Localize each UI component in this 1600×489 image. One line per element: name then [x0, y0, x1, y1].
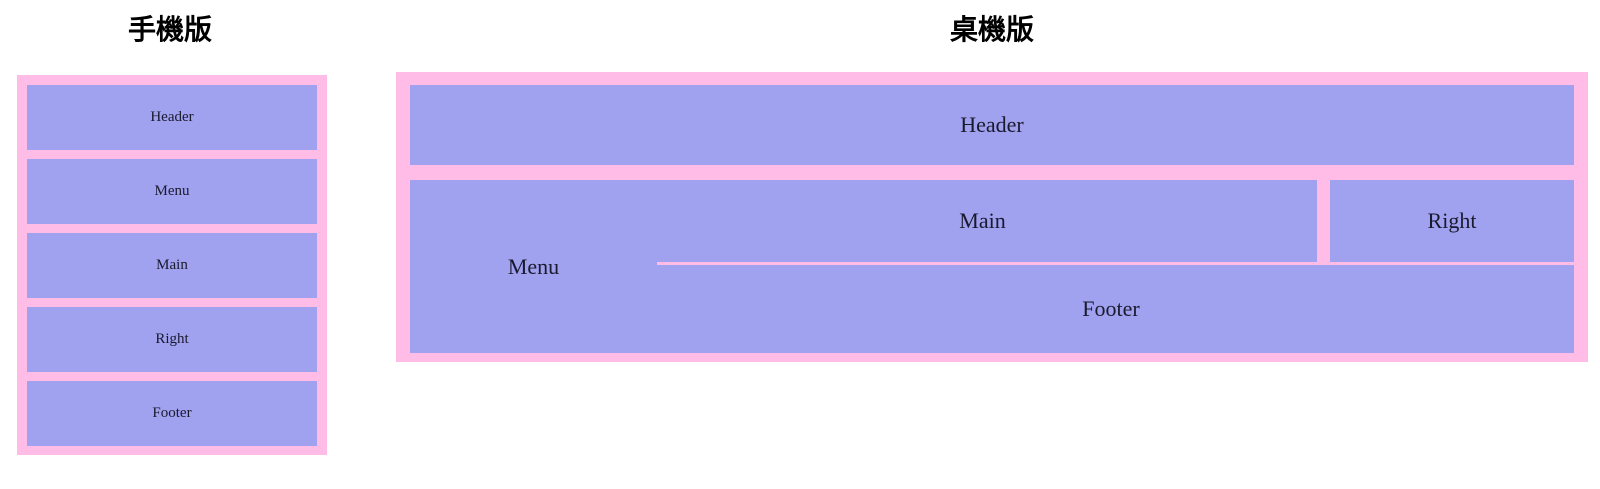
mobile-block-header: Header — [27, 85, 317, 150]
desktop-layout-title: 桌機版 — [949, 14, 1034, 45]
desktop-block-menu: Menu — [410, 180, 657, 353]
desktop-layout-wireframe: Header Menu Main Right Footer — [396, 72, 1588, 362]
mobile-block-main: Main — [27, 233, 317, 298]
desktop-block-main: Main — [648, 180, 1317, 262]
mobile-block-menu: Menu — [27, 159, 317, 224]
mobile-block-footer: Footer — [27, 381, 317, 446]
desktop-block-header: Header — [410, 85, 1574, 165]
desktop-block-footer: Footer — [648, 265, 1574, 353]
mobile-layout-wireframe: Header Menu Main Right Footer — [17, 75, 327, 455]
desktop-block-right: Right — [1330, 180, 1574, 262]
mobile-block-right: Right — [27, 307, 317, 372]
mobile-layout-title: 手機版 — [127, 14, 212, 45]
